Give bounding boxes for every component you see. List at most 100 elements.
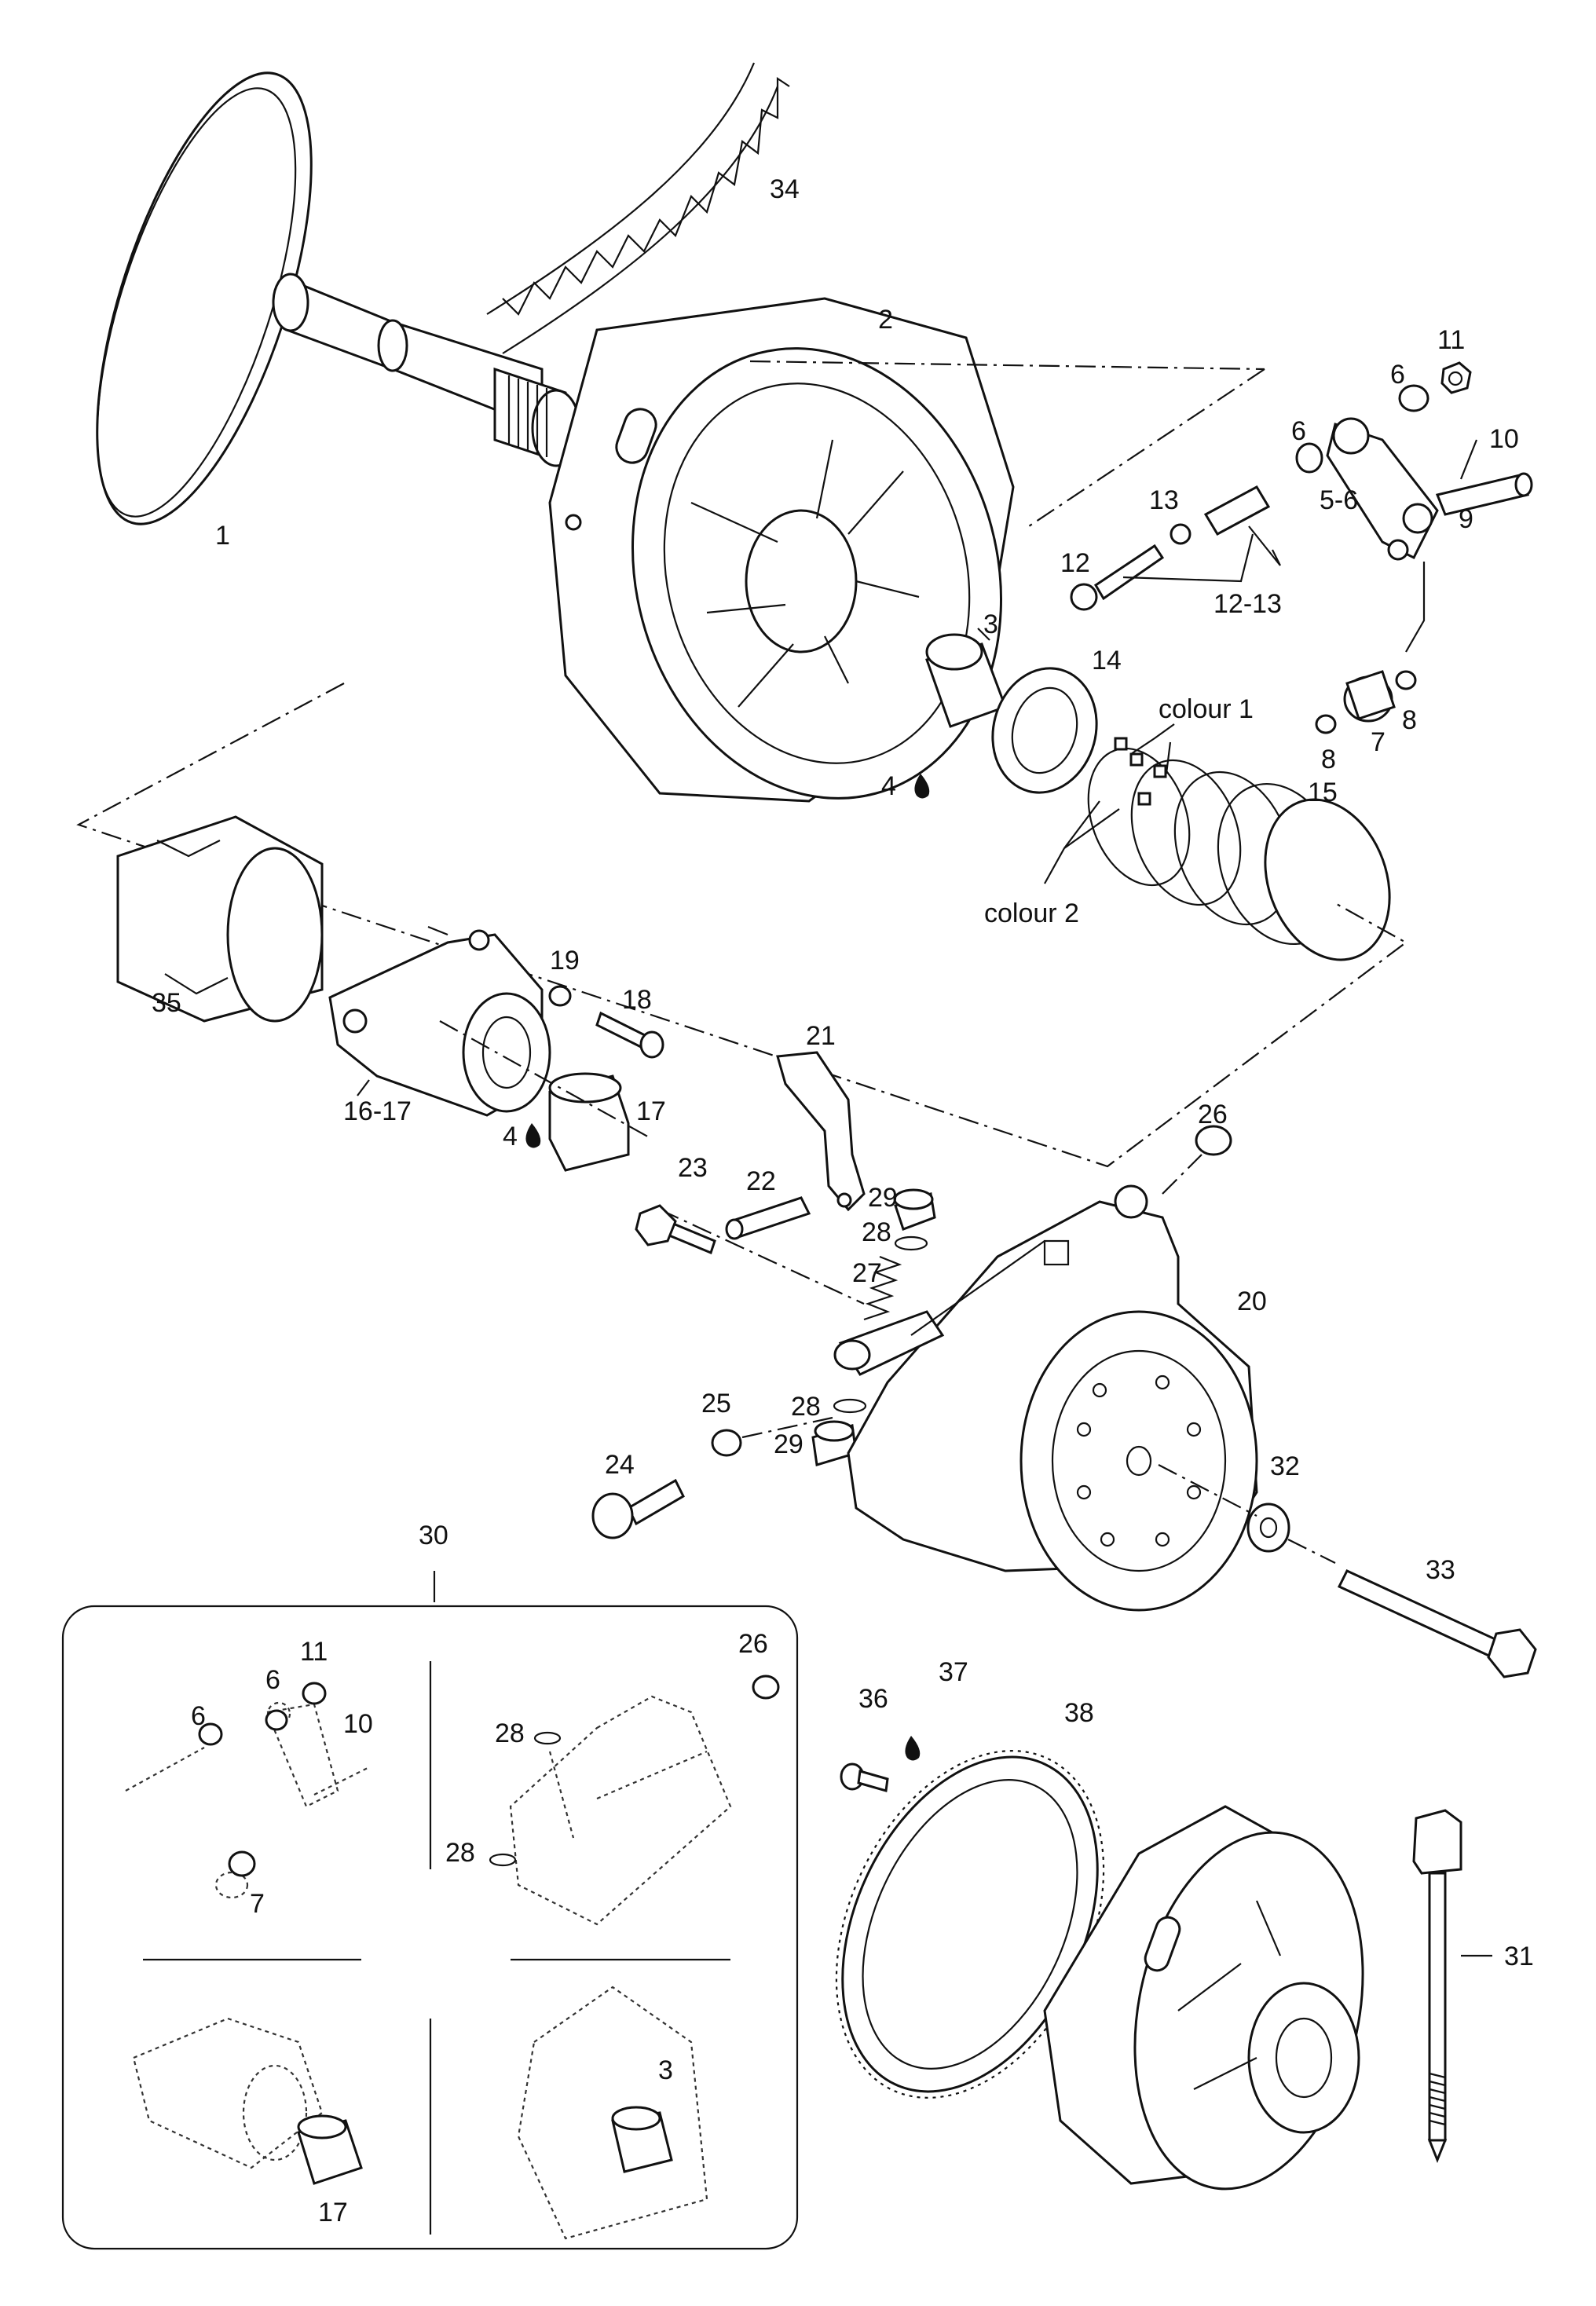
inset-label-6: 6: [265, 1665, 280, 1695]
part-1-fixed-sheave: [96, 71, 581, 525]
label-8: 8: [1402, 705, 1417, 735]
label-9: 9: [1459, 504, 1473, 534]
label-27: 27: [852, 1258, 882, 1288]
label-26: 26: [1198, 1100, 1228, 1129]
lever-axis-line: [1028, 368, 1265, 527]
part-27-spring: [863, 1255, 902, 1321]
label-37: 37: [939, 1657, 968, 1687]
part-16-17-spider: [328, 925, 551, 1117]
inset-label-10: 10: [343, 1709, 373, 1739]
label-6: 6: [1291, 416, 1306, 446]
part-11-nut: [1440, 361, 1472, 394]
part-12-screw: [1070, 533, 1254, 611]
label-38: 38: [1064, 1698, 1094, 1728]
label-19: 19: [550, 946, 580, 975]
label-31: 31: [1504, 1942, 1534, 1971]
part-7-roller: [1343, 670, 1396, 723]
label-29: 29: [868, 1183, 898, 1213]
part-22-pin: [725, 1196, 811, 1240]
part-28-oring-upper: [894, 1235, 928, 1251]
label-24: 24: [605, 1450, 635, 1480]
part-21-lever: [776, 1051, 866, 1212]
part-9-pin: [1435, 472, 1533, 516]
label-30: 30: [419, 1521, 448, 1550]
label-29: 29: [774, 1429, 803, 1459]
inset-spider-detail: [132, 2017, 324, 2169]
part-20-governor-cup: [833, 1184, 1258, 1612]
inset-label-28: 28: [445, 1838, 475, 1868]
label-36: 36: [858, 1684, 888, 1714]
label-1: 1: [215, 521, 230, 551]
part-32-washer: [1246, 1503, 1290, 1553]
part-36-screw: [840, 1762, 889, 1792]
label-7: 7: [1371, 727, 1386, 757]
label-17: 17: [636, 1096, 666, 1126]
label-12: 12: [1060, 548, 1090, 578]
label-16-17: 16-17: [343, 1096, 412, 1126]
label-3: 3: [983, 609, 998, 639]
part-24-shoulder-bolt: [591, 1478, 685, 1539]
label-33: 33: [1426, 1555, 1455, 1585]
part-26-cap: [1162, 1125, 1232, 1195]
inset-solid-parts: [198, 1675, 780, 2185]
part-34-drive-belt: [486, 62, 790, 354]
label-15: 15: [1308, 778, 1338, 807]
inset-label-7: 7: [250, 1889, 265, 1919]
inset-label-3: 3: [658, 2055, 673, 2085]
label-20: 20: [1237, 1287, 1267, 1316]
part-14-spring-seat: [991, 667, 1098, 794]
part-29-cap-upper: [893, 1188, 936, 1231]
inset-30: [61, 1571, 799, 2250]
part-13-pin: [1170, 485, 1281, 566]
label-18: 18: [622, 985, 652, 1015]
label-28: 28: [862, 1217, 891, 1247]
label-8: 8: [1321, 745, 1336, 774]
label-35: 35: [152, 988, 181, 1018]
label-2: 2: [878, 305, 893, 335]
oil-drop-icon: [525, 1123, 541, 1148]
part-6-bushing-upper: [1398, 384, 1429, 412]
part-23-bolt: [635, 1204, 716, 1255]
inset-label-28: 28: [495, 1719, 525, 1748]
part-31-puller: [1412, 1809, 1492, 2164]
part-labels: 1 2 3 4 4 5-6 6 6 7 8 8 9 10 11 12 12-13…: [152, 174, 1534, 1971]
part-17-bushing: [548, 1072, 630, 1172]
label-5-6: 5-6: [1320, 485, 1358, 515]
label-11: 11: [1437, 325, 1465, 355]
part-8-washer-right: [1395, 670, 1417, 690]
label-23: 23: [678, 1153, 708, 1183]
part-25-washer: [711, 1416, 833, 1457]
part-18-screw: [595, 1011, 664, 1059]
part-5-6-lever-arm: [1326, 417, 1439, 653]
oil-drop-icon: [914, 774, 930, 799]
label-25: 25: [701, 1389, 731, 1418]
part-8-washer-left: [1315, 714, 1337, 734]
label-10: 10: [1489, 424, 1519, 454]
part-37-oil-drop: [905, 1736, 921, 1761]
inset-label-26: 26: [738, 1629, 768, 1659]
part-3-bushing: [925, 628, 1007, 728]
label-34: 34: [770, 174, 800, 204]
label-32: 32: [1270, 1451, 1300, 1481]
label-colour-1: colour 1: [1159, 694, 1254, 724]
inset-label-17: 17: [318, 2198, 348, 2227]
part-33-bolt: [1158, 1464, 1537, 1678]
part-19-washer: [548, 985, 572, 1007]
label-6: 6: [1390, 360, 1405, 390]
inset-label-11: 11: [300, 1637, 328, 1667]
part-29-cap-lower: [811, 1420, 858, 1466]
assembled-clutch: [1043, 1805, 1364, 2191]
part-35-sleeve: [116, 815, 324, 1023]
label-12-13: 12-13: [1213, 589, 1282, 619]
label-4: 4: [503, 1122, 518, 1151]
part-6-bushing-lower: [1295, 442, 1323, 474]
inset-sheave-detail: [517, 1986, 708, 2240]
part-2-movable-sheave: [548, 297, 1265, 803]
label-colour-2: colour 2: [984, 899, 1079, 928]
inset-labels: 11 6 6 10 7 26 28 28 3 17: [191, 1629, 768, 2227]
part-28-oring-lower: [833, 1398, 867, 1414]
assembly-boundary: [76, 683, 1408, 1168]
label-14: 14: [1092, 646, 1122, 675]
inset-label-6: 6: [191, 1701, 206, 1731]
inset-cup-detail: [509, 1695, 732, 1926]
